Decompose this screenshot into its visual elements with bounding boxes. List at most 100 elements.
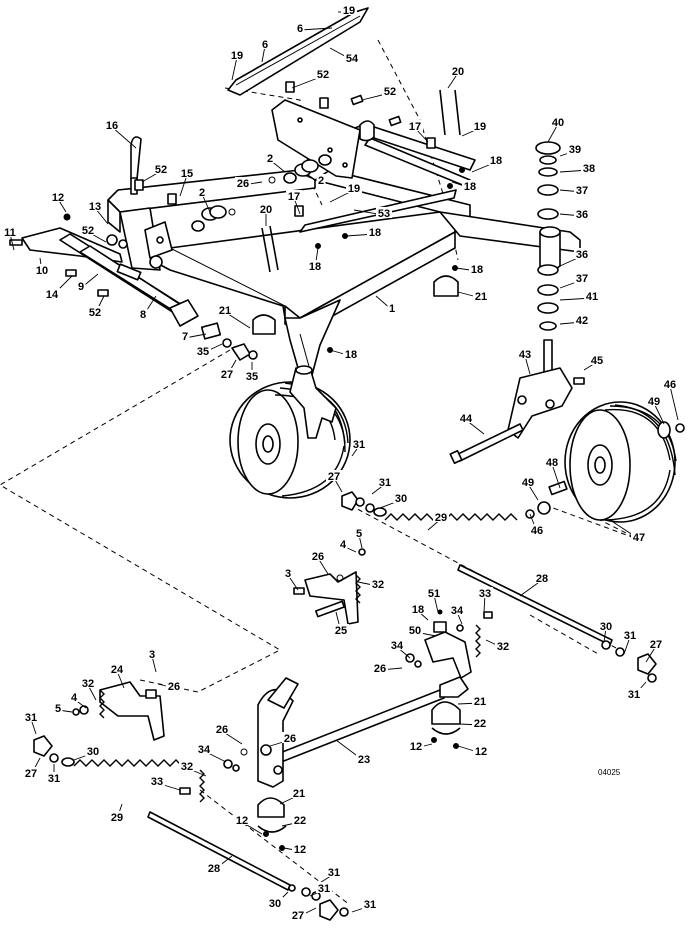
callout-bg: [472, 120, 488, 131]
callout-bg: [109, 663, 125, 674]
callout-bg: [351, 438, 367, 449]
callout-46: 46: [662, 378, 679, 421]
rock-shaft: [257, 676, 469, 788]
callout-bg: [662, 378, 678, 389]
callout-number: 18: [345, 349, 357, 361]
callout-26: 26: [214, 723, 243, 745]
callout-number: 30: [87, 746, 99, 758]
callout-51: 51: [426, 587, 442, 613]
callout-bg: [567, 143, 583, 154]
callout-number: 22: [474, 718, 486, 730]
callout-34: 34: [389, 639, 411, 659]
caster-fork: [507, 339, 585, 439]
callout-bg: [217, 304, 233, 315]
callout-22: 22: [459, 717, 488, 730]
callout-bg: [473, 290, 489, 301]
callout-36: 36: [559, 248, 590, 267]
right-wheel: [525, 401, 685, 523]
callout-number: 20: [260, 204, 272, 216]
callout-bg: [326, 470, 342, 481]
callout-number: 32: [497, 641, 509, 653]
callout-number: 31: [353, 439, 365, 451]
callout-13: 13: [87, 200, 109, 225]
callout-46: 46: [529, 513, 545, 537]
callout-bg: [488, 154, 504, 165]
callout-bg: [520, 476, 536, 487]
callout-41: 41: [559, 290, 600, 303]
callout-bg: [179, 167, 195, 178]
callout-bg: [219, 368, 235, 379]
callout-45: 45: [583, 354, 605, 371]
callout-bg: [50, 191, 66, 202]
callout-bg: [316, 882, 332, 893]
callout-49: 49: [646, 395, 665, 425]
callout-5: 5: [53, 702, 73, 715]
callout-22: 22: [281, 814, 308, 827]
callout-bg: [472, 695, 488, 706]
callout-number: 52: [155, 164, 167, 176]
callout-number: 21: [474, 696, 486, 708]
callout-27: 27: [645, 638, 664, 663]
callout-37: 37: [559, 272, 590, 289]
callout-bg: [372, 662, 388, 673]
callout-3: 3: [147, 648, 157, 673]
callout-31: 31: [351, 438, 367, 457]
callout-number: 24: [111, 664, 124, 676]
callout-bg: [326, 866, 342, 877]
callout-26: 26: [310, 550, 329, 575]
callout-52: 52: [291, 68, 331, 89]
callout-number: 43: [519, 349, 531, 361]
callout-bg: [581, 162, 597, 173]
callout-26: 26: [157, 680, 182, 693]
callout-bg: [338, 538, 348, 549]
callout-bg: [472, 717, 488, 728]
callout-bg: [626, 688, 642, 699]
callout-bg: [598, 620, 614, 631]
callout-36: 36: [559, 208, 590, 221]
callout-number: 52: [317, 69, 329, 81]
callout-number: 34: [451, 605, 464, 617]
callout-52: 52: [141, 163, 169, 183]
callout-bg: [408, 740, 424, 751]
callout-bg: [458, 412, 474, 423]
callout-2: 2: [305, 174, 326, 187]
callout-bg: [407, 624, 423, 635]
callout-32: 32: [80, 677, 97, 701]
callout-number: 15: [181, 168, 193, 180]
callout-bg: [367, 226, 383, 237]
callout-number: 31: [318, 883, 330, 895]
callout-bg: [23, 767, 39, 778]
callout-12: 12: [283, 843, 308, 856]
callout-number: 29: [435, 512, 447, 524]
callout-number: 22: [294, 815, 306, 827]
callout-52: 52: [80, 224, 107, 243]
callout-number: 18: [369, 227, 381, 239]
callout-31: 31: [309, 882, 332, 897]
callout-bg: [282, 732, 298, 743]
callout-number: 41: [586, 291, 598, 303]
callout-bg: [85, 745, 101, 756]
callout-37: 37: [559, 184, 590, 197]
callout-bg: [354, 527, 364, 538]
callout-number: 40: [552, 117, 564, 129]
upper-plate: [271, 99, 375, 179]
hitch-pin: [130, 136, 142, 195]
callout-number: 52: [82, 225, 94, 237]
callout-33: 33: [149, 775, 181, 791]
callout-27: 27: [290, 907, 317, 922]
callout-number: 50: [409, 625, 421, 637]
callout-21: 21: [217, 304, 251, 329]
callout-number: 10: [36, 265, 48, 277]
callout-bg: [53, 702, 63, 713]
callout-23: 23: [335, 739, 372, 766]
callout-number: 34: [198, 744, 211, 756]
callout-26: 26: [269, 732, 298, 747]
callout-bg: [180, 330, 190, 341]
callout-number: 2: [199, 187, 205, 199]
callout-bg: [370, 578, 386, 589]
callout-number: 12: [52, 192, 64, 204]
callout-bg: [648, 638, 664, 649]
callout-9: 9: [76, 273, 99, 293]
callout-30: 30: [73, 745, 101, 761]
